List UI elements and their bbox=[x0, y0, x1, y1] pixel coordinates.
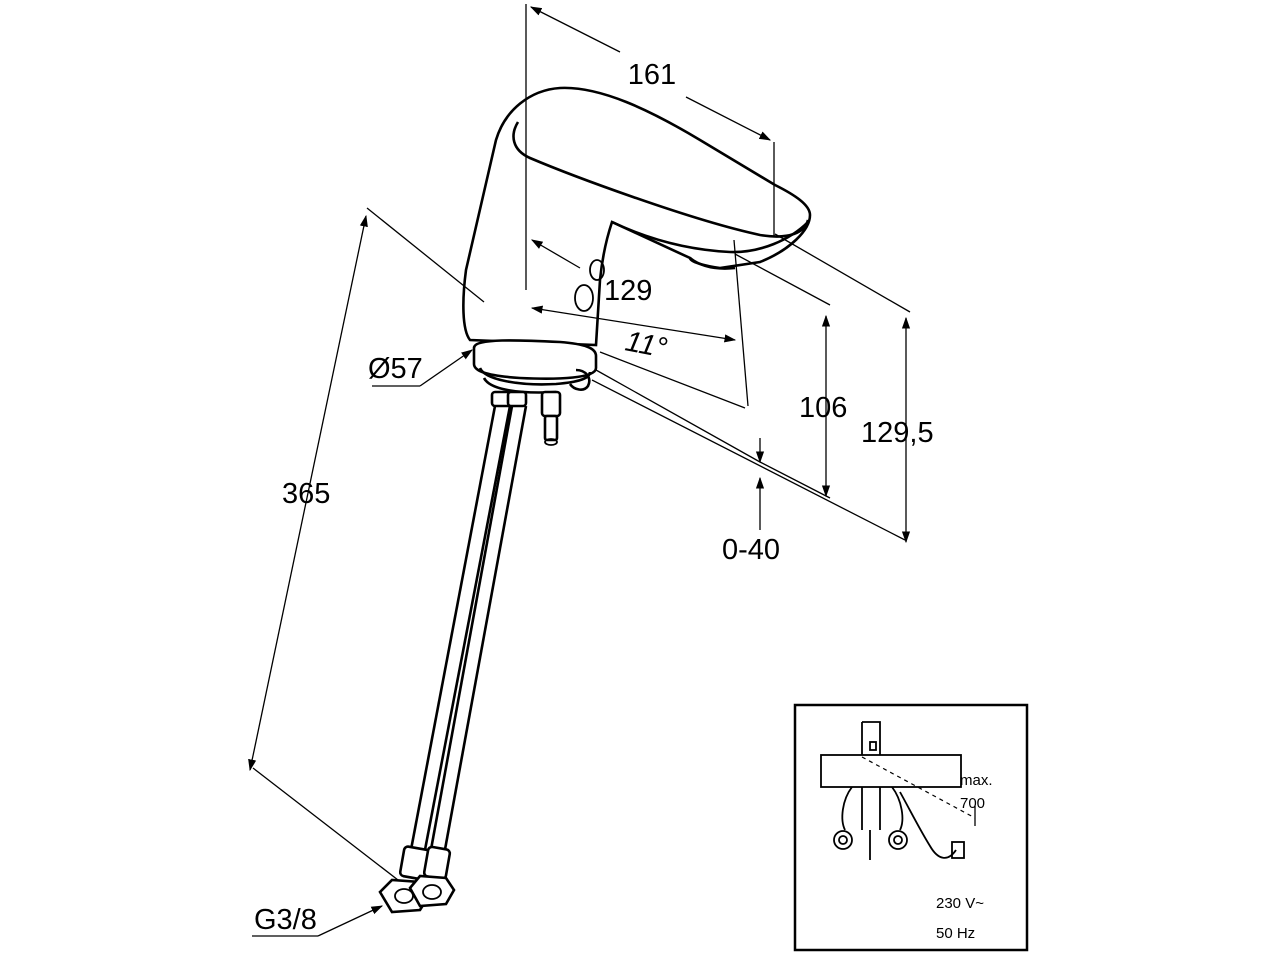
inset-cable-label-line1: max. bbox=[960, 772, 993, 789]
dim-spout-angle: 11° bbox=[623, 325, 670, 364]
supply-hoses bbox=[378, 405, 528, 914]
installation-inset bbox=[793, 703, 1029, 952]
dim-thread-size: G3/8 bbox=[254, 904, 317, 936]
dim-deck-thickness: 0-40 bbox=[722, 534, 780, 566]
dim-hose-length: 365 bbox=[282, 478, 330, 510]
dim-outlet-height: 106 bbox=[799, 392, 847, 424]
dim-total-height: 129,5 bbox=[861, 417, 934, 449]
dim-base-diameter: Ø57 bbox=[368, 353, 423, 385]
inset-cable-label-line2: 700 bbox=[960, 795, 985, 812]
dimension-lines bbox=[248, 4, 911, 937]
faucet-body bbox=[462, 86, 812, 446]
inset-power-line2: 50 Hz bbox=[936, 925, 975, 942]
dim-spout-length: 161 bbox=[628, 59, 676, 91]
inset-power-line1: 230 V~ bbox=[936, 895, 984, 912]
dim-sensor-depth: 129 bbox=[604, 275, 652, 307]
